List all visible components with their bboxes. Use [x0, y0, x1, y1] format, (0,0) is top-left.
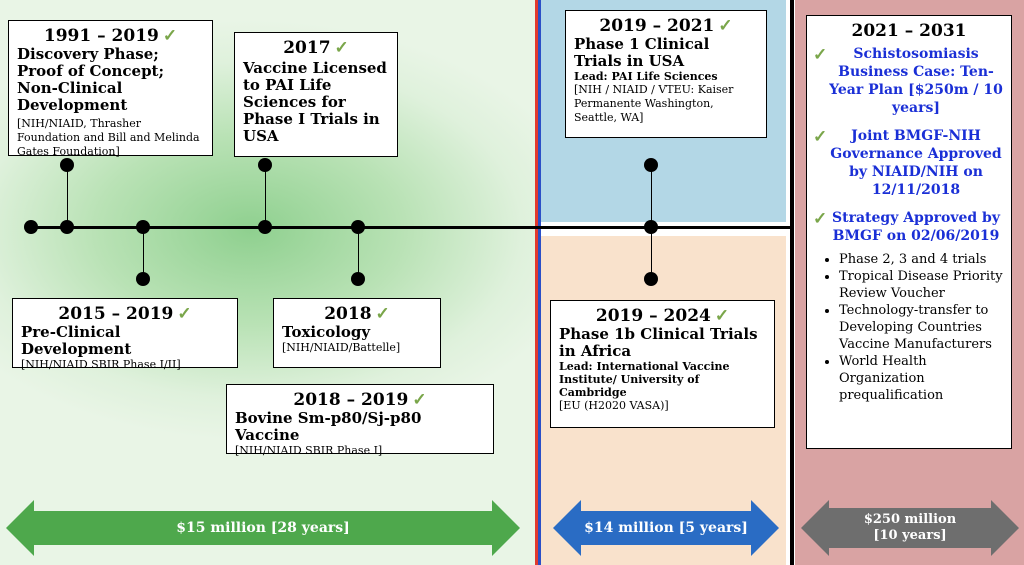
- milestone-box-phase1b: 2019 – 2024✓ Phase 1b Clinical Trials in…: [550, 300, 775, 428]
- check-icon: ✓: [813, 127, 828, 147]
- timeline-dot-2019: [644, 220, 658, 234]
- milestone-year: 2018✓: [324, 304, 390, 324]
- milestone-year: 2017✓: [283, 38, 349, 58]
- timeline-dot-start: [24, 220, 38, 234]
- timeline-dot-2015: [136, 220, 150, 234]
- stem-dot-phase1: [644, 158, 658, 172]
- phase-divider-red: [535, 0, 538, 565]
- timeline-dot-2017: [258, 220, 272, 234]
- check-icon: ✓: [177, 304, 192, 324]
- funding-label-gray: $250 million [10 years]: [863, 512, 957, 543]
- funding-label-green: $15 million [28 years]: [176, 520, 350, 536]
- milestone-title: Phase 1b Clinical Trials in Africa: [559, 325, 758, 360]
- milestone-box-toxicology: 2018✓ Toxicology [NIH/NIAID/Battelle]: [273, 298, 441, 368]
- plan-bullet: World Health Organization prequalificati…: [839, 353, 1005, 404]
- stem-dot-license: [258, 158, 272, 172]
- milestone-title: Pre-Clinical Development: [21, 323, 132, 358]
- milestone-year: 2021 – 2031: [851, 21, 967, 41]
- stem-phase1: [651, 165, 652, 227]
- milestone-year: 2015 – 2019✓: [58, 304, 192, 324]
- milestone-box-phase1: 2019 – 2021✓ Phase 1 Clinical Trials in …: [565, 10, 767, 138]
- funding-arrow-green: $15 million [28 years]: [6, 500, 520, 556]
- plan-item-strategy: ✓ Strategy Approved by BMGF on 02/06/201…: [813, 209, 1000, 244]
- stem-dot-phase1b: [644, 272, 658, 286]
- check-icon: ✓: [334, 38, 349, 58]
- plan-item-governance: ✓ Joint BMGF-NIH Governance Approved by …: [813, 127, 1002, 198]
- check-icon: ✓: [813, 45, 828, 65]
- milestone-lead: Lead: PAI Life Sciences: [574, 70, 718, 83]
- milestone-box-plan: 2021 – 2031 ✓ Schistosomiasis Business C…: [806, 15, 1012, 449]
- milestone-title: Bovine Sm-p80/Sj-p80 Vaccine: [235, 409, 422, 444]
- stem-dot-discovery: [60, 158, 74, 172]
- timeline-dot-1991: [60, 220, 74, 234]
- stem-discovery: [67, 165, 68, 227]
- funding-label-blue: $14 million [5 years]: [584, 520, 748, 536]
- milestone-lead: Lead: International Vaccine Institute/ U…: [559, 360, 730, 399]
- stem-phase1b: [651, 227, 652, 279]
- check-icon: ✓: [412, 390, 427, 410]
- milestone-funding: [NIH / NIAID / VTEU: Kaiser Permanente W…: [574, 83, 734, 124]
- timeline-dot-2018: [351, 220, 365, 234]
- milestone-funding: [NIH/NIAID, Thrasher Foundation and Bill…: [17, 117, 200, 158]
- check-icon: ✓: [162, 26, 178, 46]
- stem-dot-toxicology: [351, 272, 365, 286]
- funding-arrow-gray: $250 million [10 years]: [801, 500, 1019, 556]
- milestone-title: Phase 1 Clinical Trials in USA: [574, 35, 710, 70]
- milestone-title: Vaccine Licensed to PAI Life Sciences fo…: [243, 59, 387, 145]
- plan-bullet: Phase 2, 3 and 4 trials: [839, 251, 1005, 268]
- milestone-box-preclinical: 2015 – 2019✓ Pre-Clinical Development [N…: [12, 298, 238, 371]
- stem-preclinical: [143, 227, 144, 279]
- milestone-box-bovine: 2018 – 2019✓ Bovine Sm-p80/Sj-p80 Vaccin…: [226, 384, 494, 457]
- phase-divider-blue: [538, 0, 541, 565]
- milestone-funding: [EU (H2020 VASA)]: [559, 399, 669, 412]
- plan-item-business-case: ✓ Schistosomiasis Business Case: Ten-Yea…: [813, 45, 1003, 116]
- milestone-year: 1991 – 2019✓: [43, 26, 178, 46]
- phase-divider-black: [790, 0, 794, 565]
- milestone-year: 2019 – 2024✓: [595, 306, 730, 326]
- milestone-box-license: 2017✓ Vaccine Licensed to PAI Life Scien…: [234, 32, 398, 157]
- milestone-funding: [NIH/NIAID/Battelle]: [282, 341, 401, 354]
- check-icon: ✓: [375, 304, 390, 324]
- plan-bullet: Tropical Disease Priority Review Voucher: [839, 268, 1005, 302]
- stem-toxicology: [358, 227, 359, 279]
- milestone-title: Discovery Phase; Proof of Concept; Non-C…: [17, 45, 165, 114]
- milestone-funding: [NIH/NIAID SBIR Phase I]: [235, 444, 383, 457]
- check-icon: ✓: [714, 306, 730, 326]
- milestone-box-discovery: 1991 – 2019✓ Discovery Phase; Proof of C…: [8, 20, 213, 158]
- milestone-title: Toxicology: [282, 323, 371, 341]
- check-icon: ✓: [813, 209, 828, 229]
- timeline-axis: [30, 226, 793, 229]
- plan-bullet: Technology-transfer to Developing Countr…: [839, 302, 1005, 353]
- milestone-funding: [NIH/NIAID SBIR Phase I/II]: [21, 358, 181, 371]
- plan-bullet-list: Phase 2, 3 and 4 trials Tropical Disease…: [813, 251, 1005, 404]
- check-icon: ✓: [718, 16, 733, 36]
- milestone-year: 2019 – 2021✓: [599, 16, 733, 36]
- milestone-year: 2018 – 2019✓: [293, 390, 427, 410]
- stem-dot-preclinical: [136, 272, 150, 286]
- stem-license: [265, 165, 266, 227]
- funding-arrow-blue: $14 million [5 years]: [553, 500, 779, 556]
